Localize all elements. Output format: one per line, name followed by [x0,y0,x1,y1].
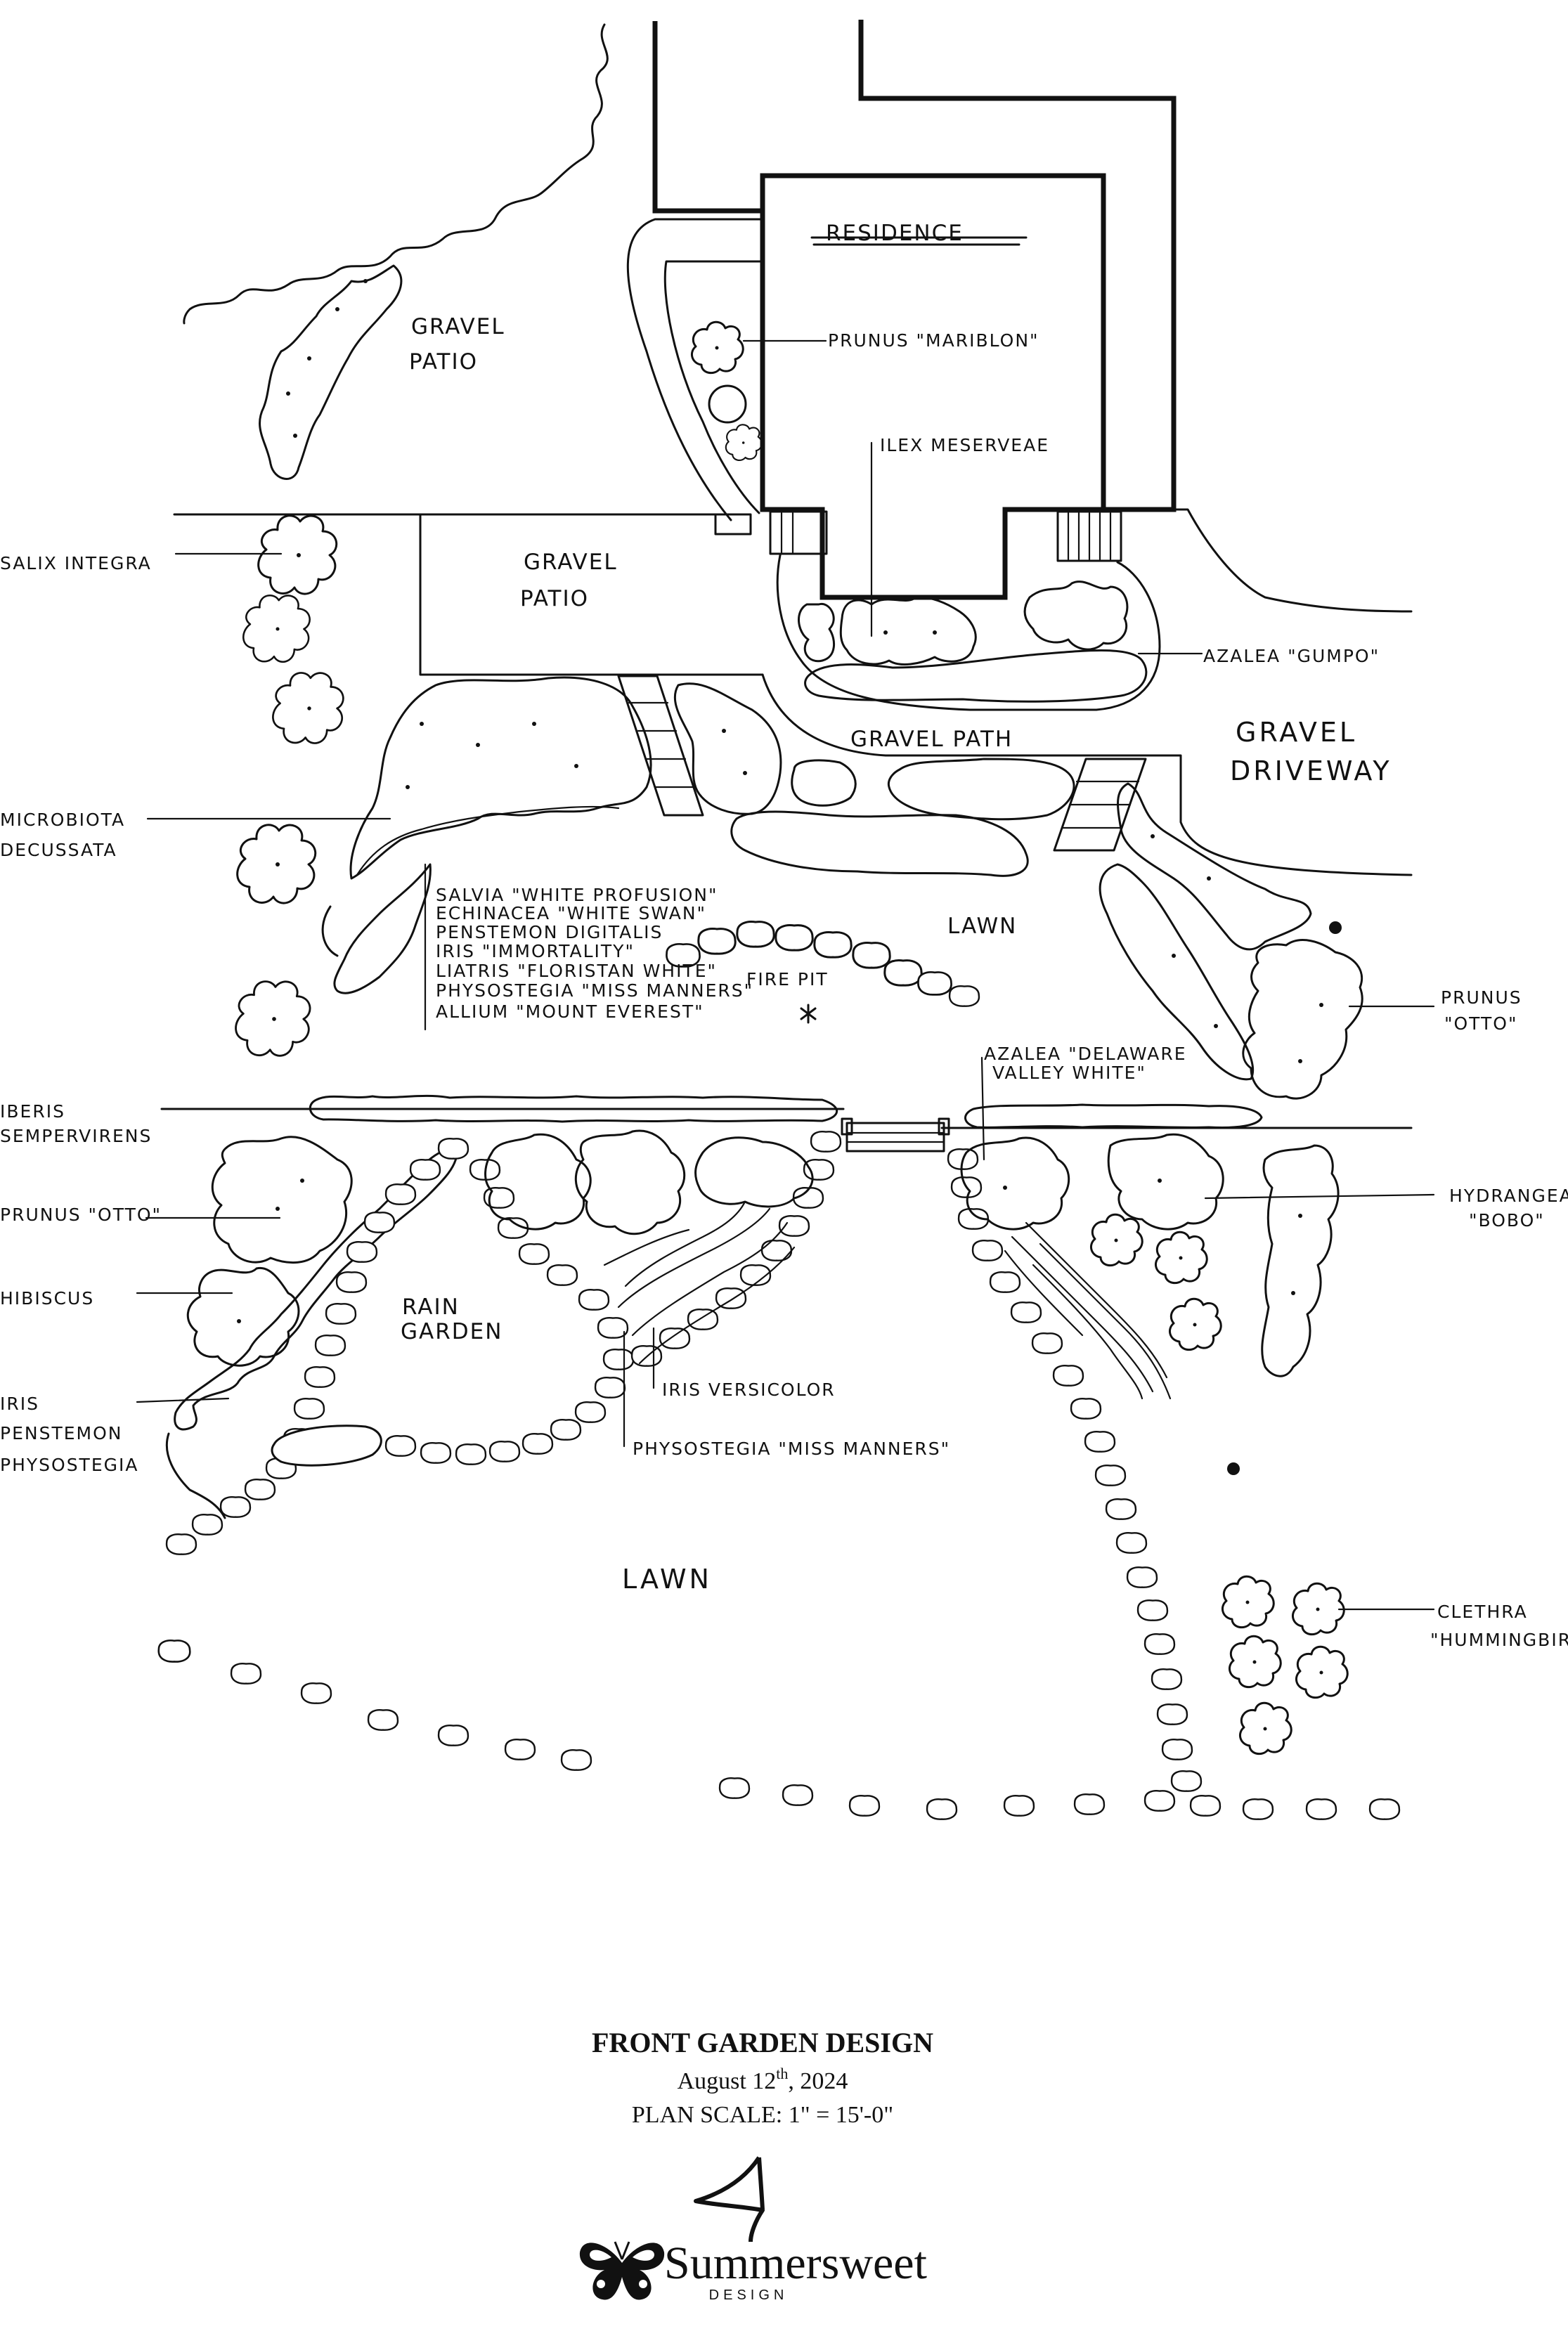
microbiota-label-2: DECUSSATA [0,840,117,860]
perennial-item: ECHINACEA "WHITE SWAN" [436,903,706,923]
prunus-otto-left-label: PRUNUS "OTTO" [0,1205,162,1225]
residence-label: RESIDENCE [826,221,964,246]
title-block: FRONT GARDEN DESIGN August 12th, 2024 PL… [579,2027,933,2303]
lower-patio-label-1: GRAVEL [524,550,618,575]
stepping-stones [157,1640,1401,1820]
physostegia-mm-label: PHYSOSTEGIA "MISS MANNERS" [633,1439,950,1459]
right-stone-line [947,1148,1222,1817]
gravel-path-label: GRAVEL PATH [850,727,1013,752]
hibiscus-label: HIBISCUS [0,1288,94,1309]
azalea-delaware-label-2: VALLEY WHITE" [992,1063,1146,1083]
azalea-gumpo-label: AZALEA "GUMPO" [1203,646,1380,666]
rain-plants-iris: IRIS [0,1394,39,1414]
prunus-mariblon-label: PRUNUS "MARIBLON" [828,330,1039,351]
microbiota-label-1: MICROBIOTA [0,810,125,830]
north-arrow-icon [694,2156,765,2243]
perennial-item: PENSTEMON DIGITALIS [436,922,663,942]
prunus-otto-right-label-1: PRUNUS [1441,987,1522,1008]
prunus-otto-right-label-2: "OTTO" [1444,1013,1517,1034]
lawn-upper-label: LAWN [947,914,1017,939]
plan-scale: PLAN SCALE: 1" = 15'-0" [632,2102,893,2128]
clethra-hummingbird-shrubs [1221,1575,1349,1755]
brand-sub: DESIGN [709,2287,789,2303]
azalea-delaware-label-1: AZALEA "DELAWARE [984,1044,1187,1064]
rain-garden-stones [165,1131,842,1555]
rain-plants-physostegia: PHYSOSTEGIA [0,1455,138,1475]
perennial-item: IRIS "IMMORTALITY" [436,941,635,961]
rain-garden-label-2: GARDEN [401,1319,503,1344]
prunus-mariblon-shrub [690,320,744,375]
plan-title: FRONT GARDEN DESIGN [592,2027,933,2058]
salix-integra-label: SALIX INTEGRA [0,553,152,573]
brand-name: Summersweet [664,2238,927,2289]
gravel-driveway-label-2: DRIVEWAY [1230,755,1392,786]
perennial-item: PHYSOSTEGIA "MISS MANNERS" [436,980,753,1001]
plan-date: August 12th, 2024 [678,2065,848,2094]
iberis-label-2: SEMPERVIRENS [0,1126,152,1146]
rain-garden-label-1: RAIN [402,1294,460,1320]
fire-pit-asterisk [800,1004,817,1024]
house-bed-shrub [725,424,763,462]
lower-patio-label-2: PATIO [520,586,589,611]
upper-patio-label-2: PATIO [409,349,478,375]
iberis-label-1: IBERIS [0,1101,65,1122]
microbiota-tree [236,824,317,904]
clethra-label-1: CLETHRA [1437,1602,1528,1622]
perennial-item: ALLIUM "MOUNT EVEREST" [436,1001,704,1022]
rain-plants-penstemon: PENSTEMON [0,1423,122,1443]
perennial-item: SALVIA "WHITE PROFUSION" [436,885,718,905]
lawn-lower-label: LAWN [622,1564,712,1595]
fire-pit-label: FIRE PIT [746,969,829,989]
upper-patio-label-1: GRAVEL [411,314,505,339]
iris-versicolor-label: IRIS VERSICOLOR [662,1380,836,1400]
left-tree-2 [235,980,311,1057]
butterfly-icon [579,2241,665,2300]
ilex-meserveae-label: ILEX MESERVEAE [880,435,1049,455]
residence-building [626,20,1177,600]
hydrangea-label-2: "BOBO" [1469,1210,1545,1231]
clethra-label-2: "HUMMINGBIRD" [1430,1630,1568,1650]
hydrangea-label-1: HYDRANGEA [1449,1186,1568,1206]
perennial-item: LIATRIS "FLORISTAN WHITE" [436,961,717,981]
perennial-list: SALVIA "WHITE PROFUSION" ECHINACEA "WHIT… [436,885,753,1022]
gravel-driveway-label-1: GRAVEL [1236,717,1357,748]
hydrangea-bobo-shrubs [1089,1213,1222,1351]
salix-integra-trees [242,514,344,744]
